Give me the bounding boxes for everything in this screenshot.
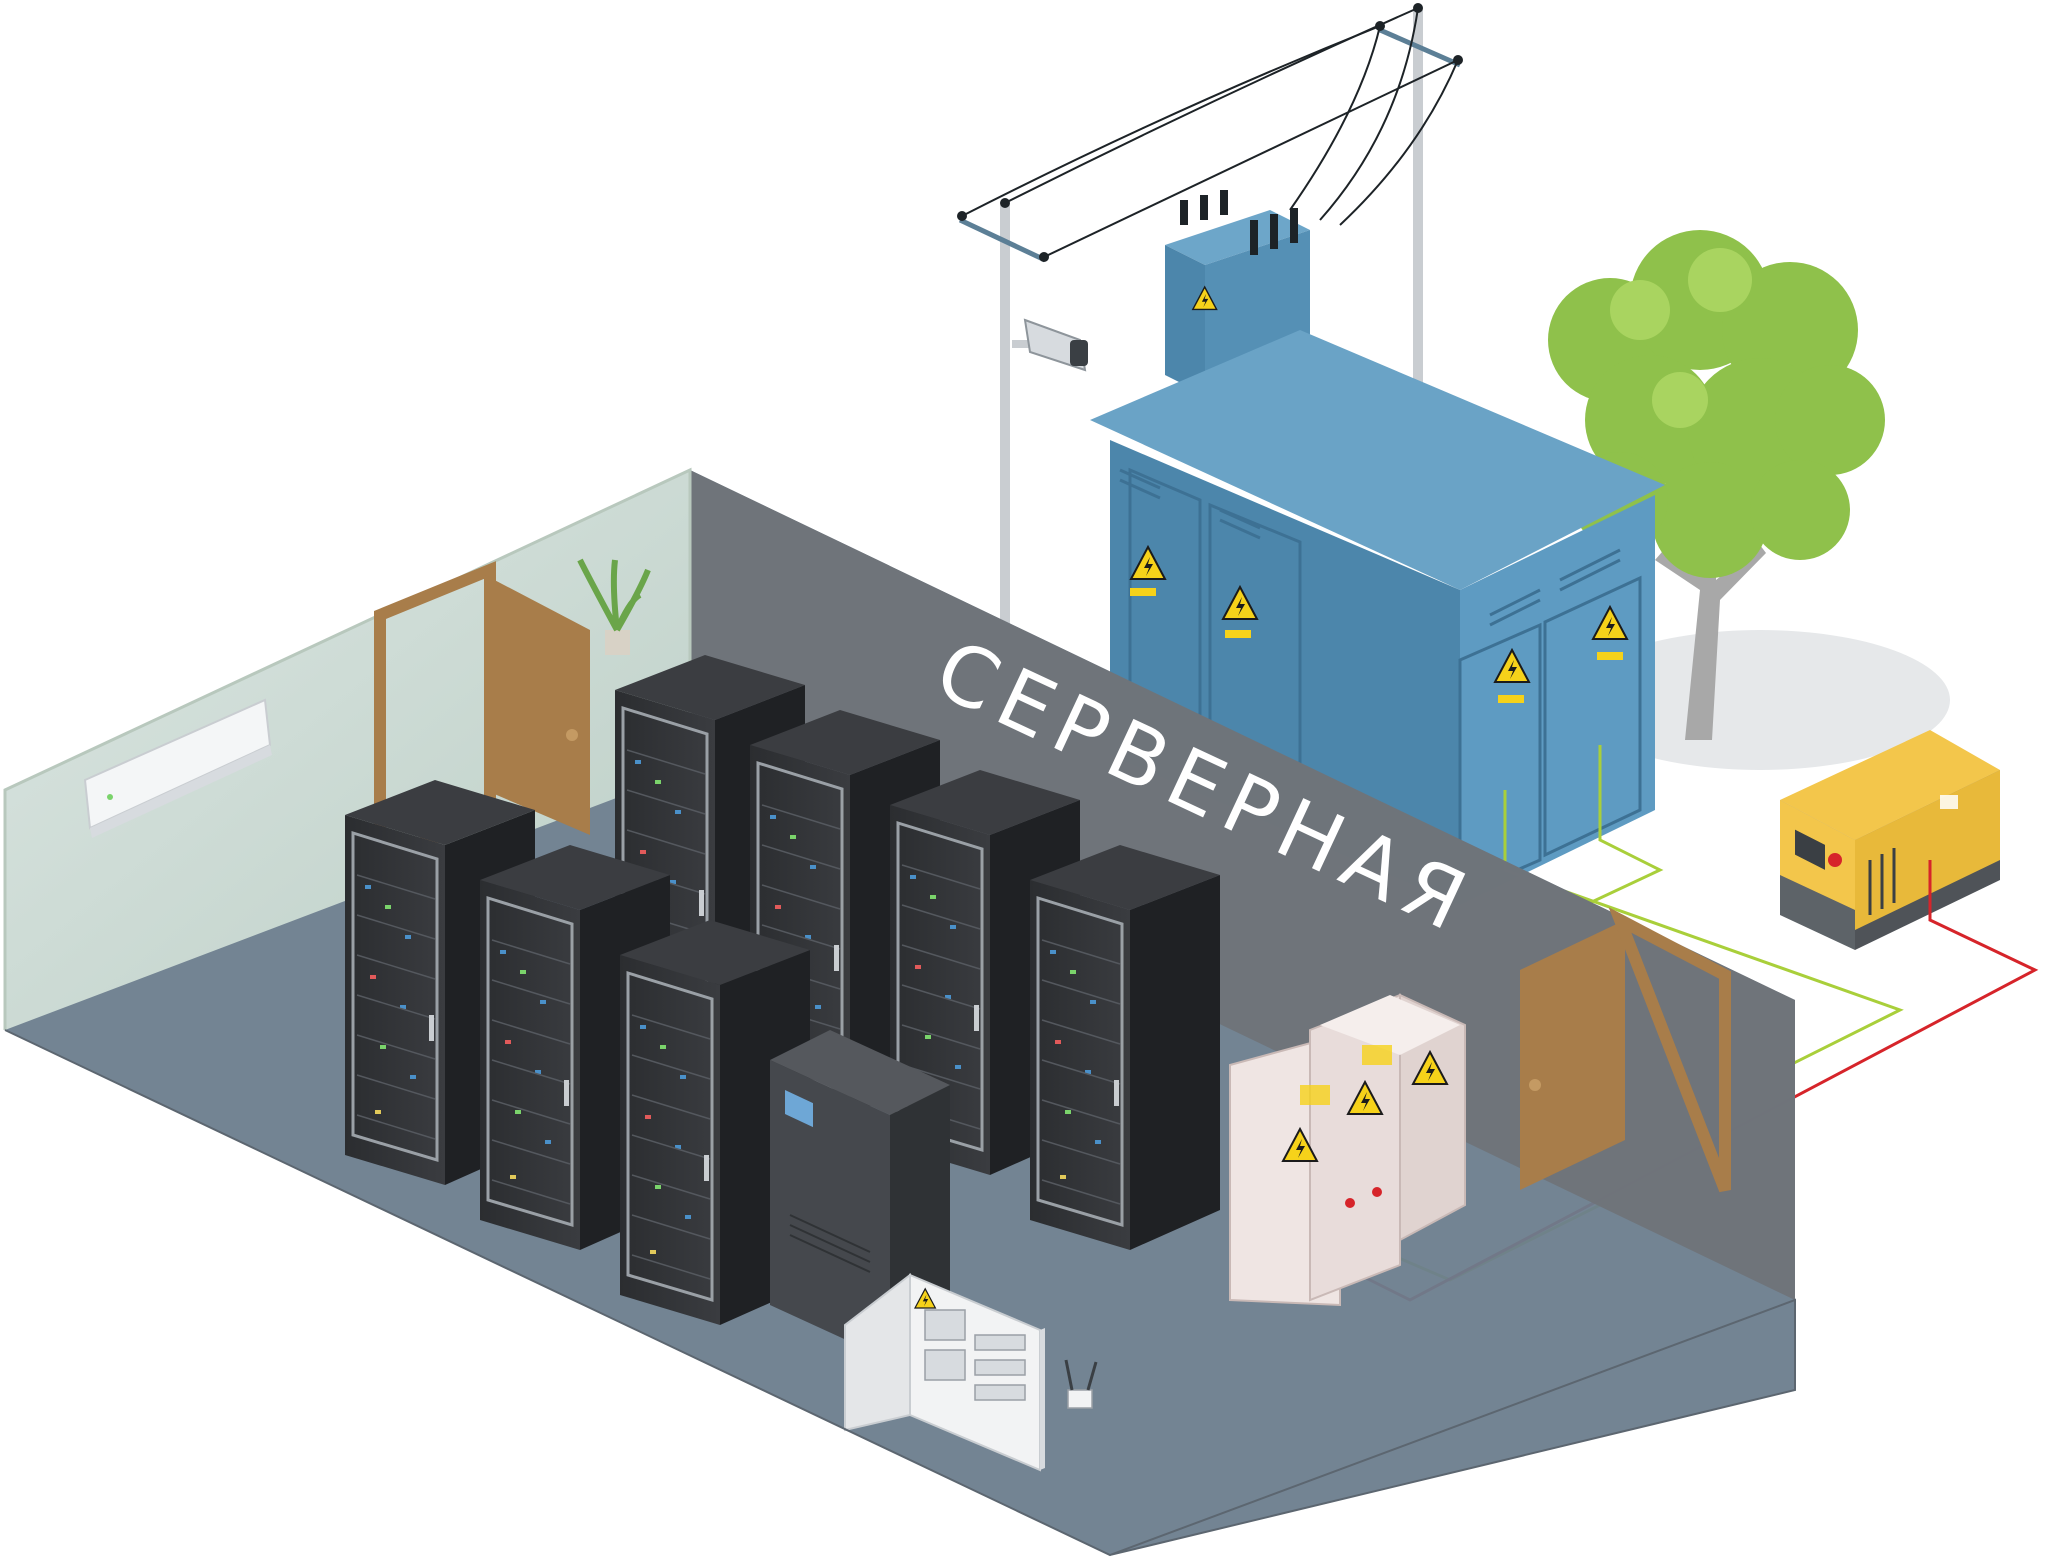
outdoor-area <box>957 3 2039 1302</box>
server-room <box>3 467 1796 1557</box>
distribution-box <box>844 1272 1045 1472</box>
air-conditioner <box>83 698 272 838</box>
wifi-router-icon <box>1064 1359 1098 1409</box>
diesel-generator <box>1780 730 2000 950</box>
server-rack <box>1028 843 1222 1252</box>
power-cabinets <box>1229 993 1466 1307</box>
ups-unit <box>770 1030 950 1360</box>
back-wall <box>690 470 1795 1300</box>
power-poles <box>957 3 1463 695</box>
camera-icon <box>1012 318 1088 372</box>
plant-icon <box>577 558 651 655</box>
right-door <box>1520 907 1731 1193</box>
ground-shadow <box>1570 630 1950 770</box>
